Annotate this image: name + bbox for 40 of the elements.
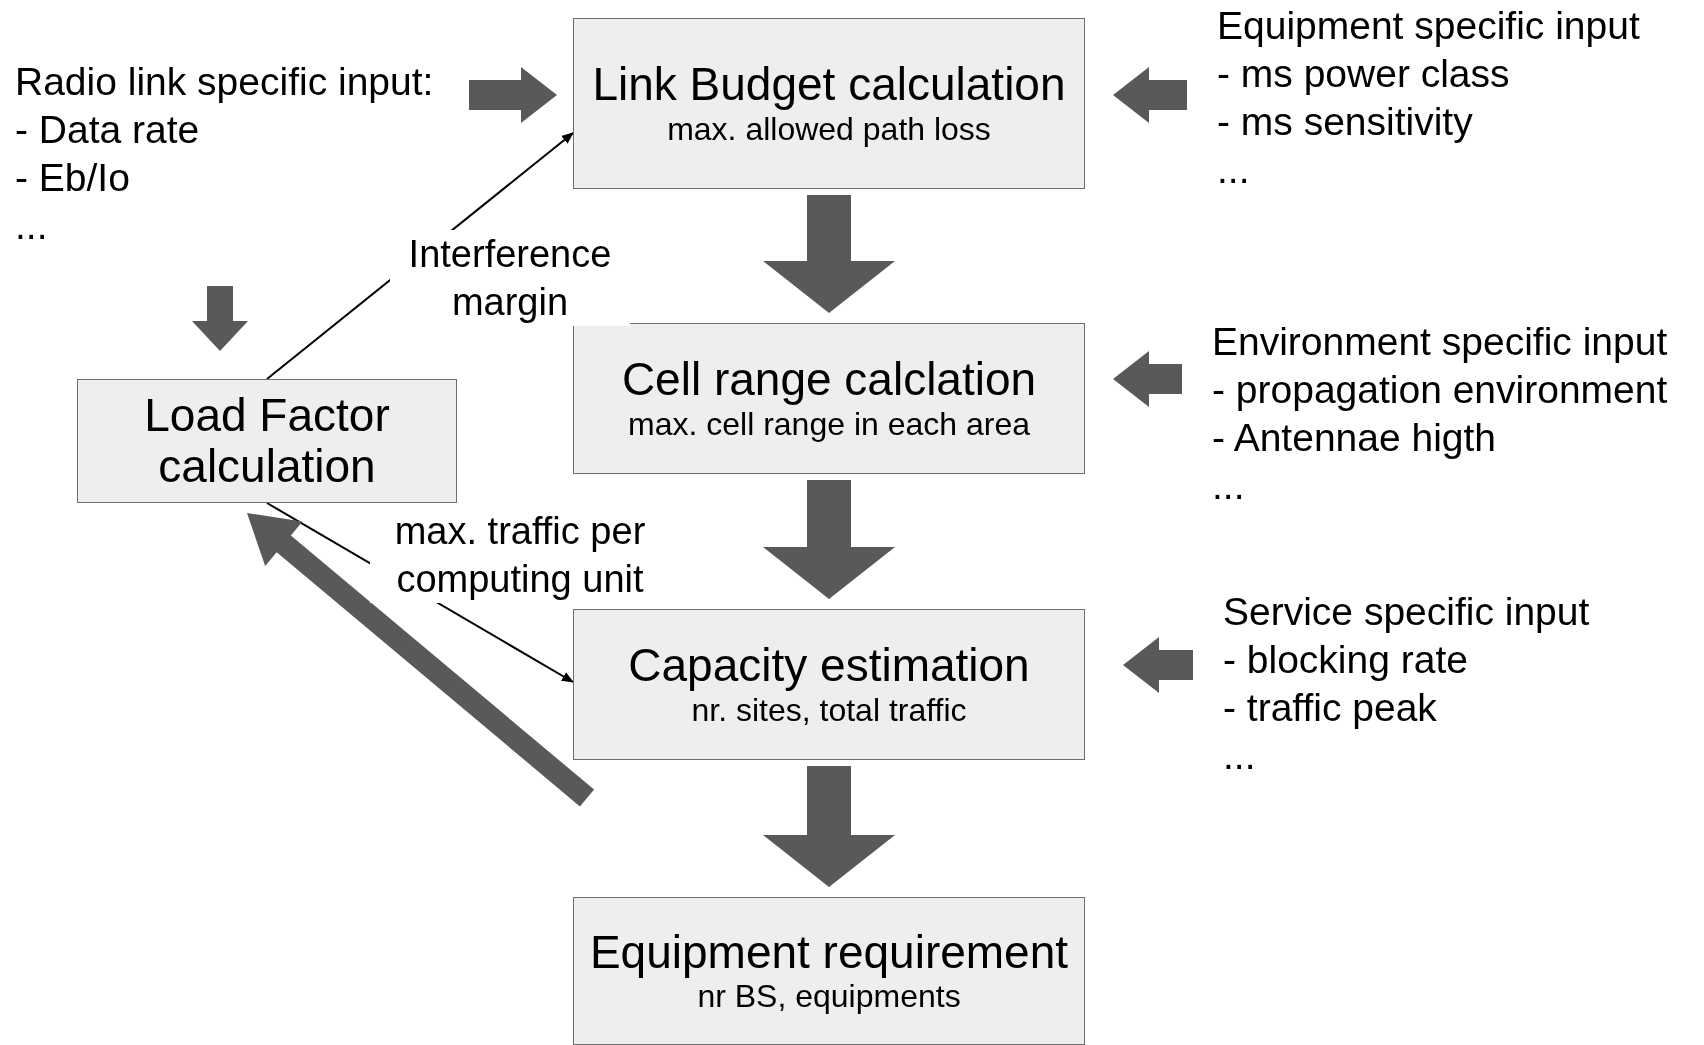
box-title: Equipment requirement [589,926,1069,978]
input-item: - Eb/Io [15,155,130,201]
block-arrow [763,480,895,599]
input-heading: Equipment specific input [1217,3,1640,49]
block-arrow [763,195,895,313]
input-heading: Environment specific input [1212,319,1668,365]
input-item: - Data rate [15,107,200,153]
box-subtitle: max. allowed path loss [667,110,991,148]
edge-label: Interference margin [390,230,630,326]
box-title: Cell range calclation [621,354,1037,405]
input-item: - ms sensitivity [1217,99,1473,145]
input-item: - ms power class [1217,51,1510,97]
input-item: ... [15,203,48,249]
input-item: ... [1223,733,1256,779]
input-item: ... [1212,463,1245,509]
box-subtitle: nr. sites, total traffic [691,691,967,729]
block-arrow [1113,351,1182,407]
input-item: - propagation environment [1212,367,1668,413]
box-title: Capacity estimation [628,640,1030,691]
box-subtitle: max. cell range in each area [628,405,1030,443]
block-arrow [247,513,595,807]
input-item: - Antennae higth [1212,415,1497,461]
input-item: ... [1217,147,1250,193]
block-arrow [1113,67,1187,123]
box-title: Load Factor calculation [143,390,391,492]
process-box [573,323,1085,474]
box-subtitle: nr BS, equipments [697,978,961,1016]
process-box [77,379,457,503]
input-heading: Radio link specific input: [15,59,434,105]
process-box [573,897,1085,1045]
block-arrow [192,286,248,351]
input-item: - traffic peak [1223,685,1437,731]
block-arrow [763,766,895,887]
input-item: - blocking rate [1223,637,1468,683]
block-arrow [469,67,557,123]
process-box [573,609,1085,760]
box-title: Link Budget calculation [592,59,1066,110]
process-box [573,18,1085,189]
block-arrow [1123,637,1193,693]
input-heading: Service specific input [1223,589,1590,635]
